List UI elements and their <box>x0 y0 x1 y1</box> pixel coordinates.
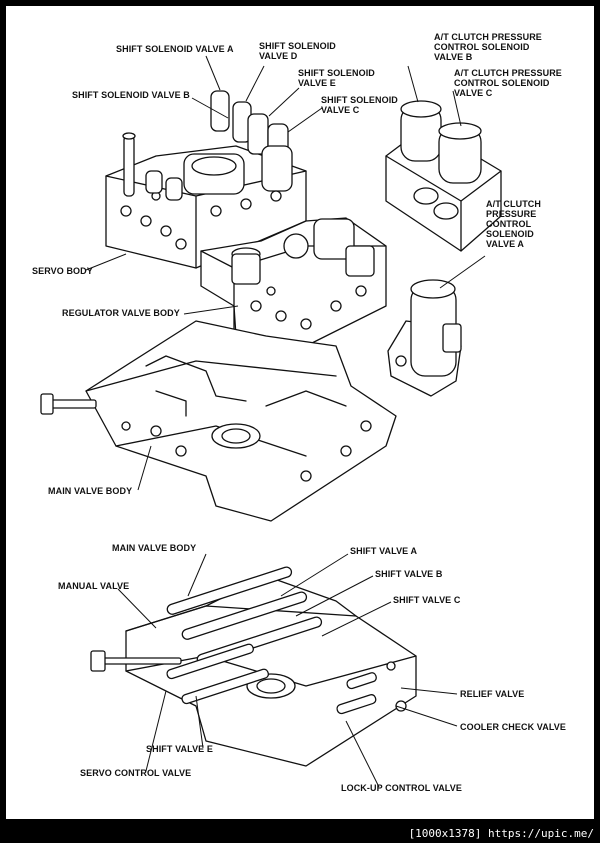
servo-body-drawing <box>105 90 307 269</box>
valve-body-illustration <box>40 55 502 788</box>
label-manual-valve: MANUAL VALVE <box>58 581 130 591</box>
label-main-valve-body-bottom: MAIN VALVE BODY <box>112 543 197 553</box>
watermark: [1000x1378] https://upic.me/ <box>408 827 594 840</box>
label-relief-valve: RELIEF VALVE <box>460 689 525 699</box>
label-regulator-valve-body: REGULATOR VALVE BODY <box>62 308 180 318</box>
label-cooler-check-valve: COOLER CHECK VALVE <box>460 722 566 732</box>
label-main-valve-body-top: MAIN VALVE BODY <box>48 486 133 496</box>
clutch-solenoid-bc-drawing <box>385 100 502 252</box>
label-clutch-solenoid-c: A/T CLUTCH PRESSURE CONTROL SOLENOID VAL… <box>454 68 562 98</box>
label-lockup-control-valve: LOCK-UP CONTROL VALVE <box>341 783 462 793</box>
label-shift-valve-b: SHIFT VALVE B <box>375 569 443 579</box>
label-shift-valve-c: SHIFT VALVE C <box>393 595 461 605</box>
label-shift-valve-a: SHIFT VALVE A <box>350 546 418 556</box>
label-shift-valve-e: SHIFT VALVE E <box>146 744 213 754</box>
label-servo-control-valve: SERVO CONTROL VALVE <box>80 768 192 778</box>
regulator-body-drawing <box>200 217 387 347</box>
label-shift-solenoid-b: SHIFT SOLENOID VALVE B <box>72 90 190 100</box>
main-body-top-drawing <box>40 320 397 522</box>
main-body-bottom-drawing <box>90 566 417 767</box>
label-clutch-solenoid-a: A/T CLUTCH PRESSURE CONTROL SOLENOID VAL… <box>486 199 541 249</box>
label-shift-solenoid-c: SHIFT SOLENOID VALVE C <box>321 95 398 115</box>
label-shift-solenoid-e: SHIFT SOLENOID VALVE E <box>298 68 375 88</box>
label-servo-body: SERVO BODY <box>32 266 93 276</box>
clutch-solenoid-a-drawing <box>387 279 462 397</box>
label-shift-solenoid-a: SHIFT SOLENOID VALVE A <box>116 44 234 54</box>
diagram-page: SHIFT SOLENOID VALVE A SHIFT SOLENOID VA… <box>6 6 594 819</box>
label-clutch-solenoid-b: A/T CLUTCH PRESSURE CONTROL SOLENOID VAL… <box>434 32 542 62</box>
label-shift-solenoid-d: SHIFT SOLENOID VALVE D <box>259 41 336 61</box>
